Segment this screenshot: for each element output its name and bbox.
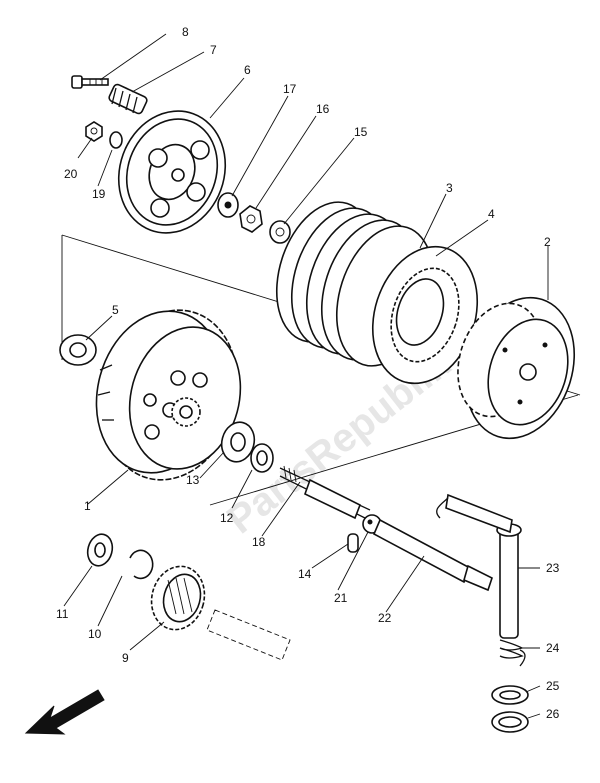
callout-17: 17 — [283, 82, 297, 96]
spring-part-7 — [108, 83, 148, 115]
callout-18: 18 — [252, 535, 266, 549]
callout-8: 8 — [182, 25, 189, 39]
thrust-washer-hole-13 — [230, 432, 246, 452]
washer-hole-15 — [275, 227, 285, 237]
callout-26: 26 — [546, 707, 560, 721]
nut-hole-16 — [246, 214, 256, 224]
push-lever-part-23 — [436, 493, 522, 639]
callout-11: 11 — [56, 607, 69, 621]
push-rod-part-22 — [372, 518, 493, 592]
ball-dot-21 — [367, 519, 373, 525]
nut-hole-20 — [90, 127, 98, 135]
push-rod-part-18 — [279, 465, 371, 520]
clutch-plate-part-4 — [371, 245, 479, 385]
callout-25: 25 — [546, 679, 560, 693]
callout-16: 16 — [316, 102, 330, 116]
nut-part-16 — [239, 205, 263, 233]
callout-2: 2 — [544, 235, 551, 249]
callout-4: 4 — [488, 207, 495, 221]
clutch-boss-part-2 — [457, 296, 576, 440]
direction-arrow — [24, 689, 105, 735]
callout-13: 13 — [186, 473, 200, 487]
gear-part-9 — [150, 565, 206, 631]
callout-24: 24 — [546, 641, 560, 655]
callout-10: 10 — [88, 627, 102, 641]
callout-21: 21 — [334, 591, 348, 605]
callout-9: 9 — [122, 651, 129, 665]
pin-part-14 — [347, 533, 359, 553]
leader-lines — [63, 33, 549, 719]
callout-20: 20 — [64, 167, 78, 181]
callout-3: 3 — [446, 181, 453, 195]
callout-1: 1 — [84, 499, 91, 513]
washer-hole-25 — [499, 690, 521, 700]
washer-part-19 — [109, 131, 123, 149]
washer-hole-12 — [256, 450, 268, 466]
collar-hole-11 — [94, 542, 106, 558]
circlip-part-10 — [129, 549, 154, 580]
bearing-hole-17 — [224, 201, 232, 209]
callout-14: 14 — [298, 567, 312, 581]
washer-inner-5 — [69, 342, 87, 358]
callout-5: 5 — [112, 303, 119, 317]
clutch-housing-part-1 — [95, 309, 242, 481]
spring-part-24 — [499, 639, 526, 667]
bolt-part-8 — [71, 75, 109, 89]
callout-19: 19 — [92, 187, 106, 201]
nut-part-20 — [85, 121, 103, 142]
callout-7: 7 — [210, 43, 217, 57]
oil-seal-hole-26 — [498, 716, 522, 728]
callout-23: 23 — [546, 561, 560, 575]
callout-22: 22 — [378, 611, 392, 625]
callout-6: 6 — [244, 63, 251, 77]
washer-part-15 — [269, 220, 291, 244]
callout-15: 15 — [354, 125, 368, 139]
callout-12: 12 — [220, 511, 234, 525]
pressure-plate-part-6 — [117, 110, 227, 234]
shaft-ghost — [206, 609, 291, 661]
